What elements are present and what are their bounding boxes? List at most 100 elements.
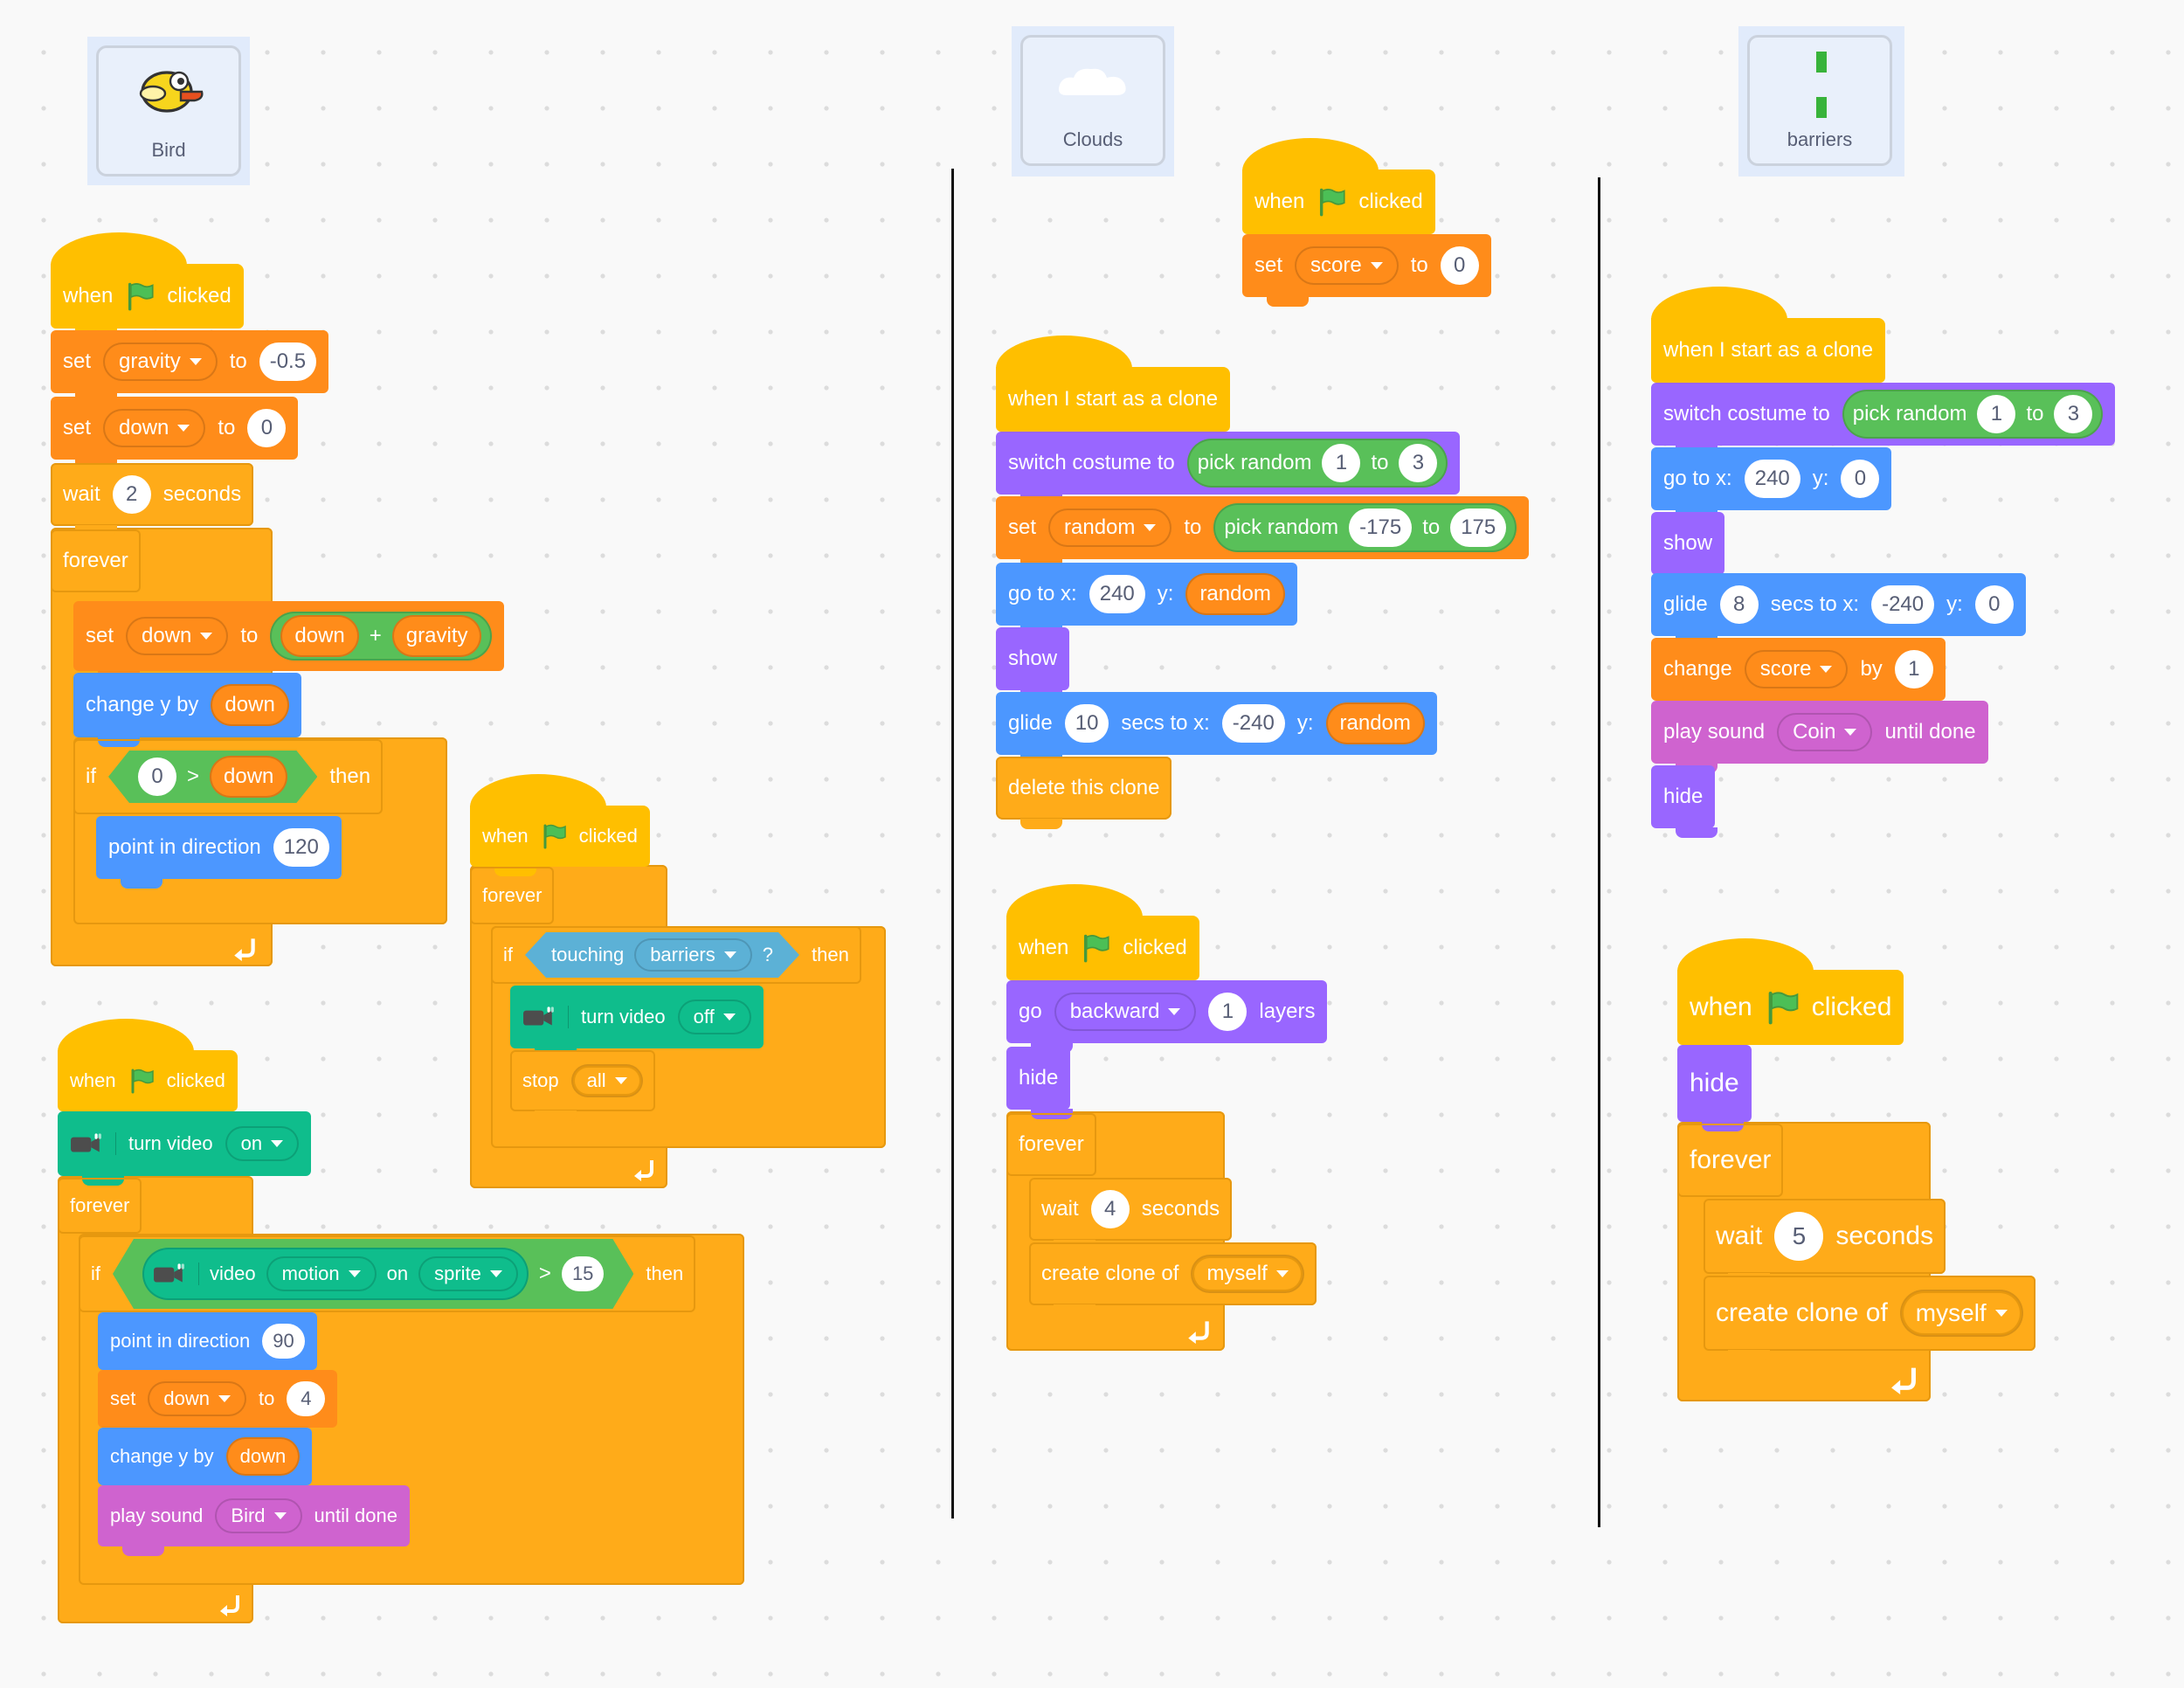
when-clone-hat[interactable]: when I start as a clone [996, 336, 1231, 441]
sprite-card-clouds[interactable]: Clouds [1020, 35, 1165, 166]
change-variable-block[interactable]: change score by 1 [1651, 638, 1946, 710]
variable-reporter[interactable]: random [1185, 573, 1285, 615]
when-flag-clicked-hat[interactable]: when clicked [1006, 884, 1199, 990]
hide-block[interactable]: hide [1006, 1047, 1074, 1119]
when-flag-clicked-hat[interactable]: when clicked [1242, 138, 1435, 244]
delete-clone-block[interactable]: delete this clone [996, 757, 1172, 829]
value-input[interactable]: 1 [1894, 650, 1933, 688]
add-operator[interactable]: down + gravity [270, 612, 493, 661]
clone-target-dropdown[interactable]: myself [1899, 1290, 2023, 1337]
create-clone-block[interactable]: create clone of myself [1029, 1242, 1317, 1315]
sprite-card-barriers[interactable]: barriers [1747, 35, 1892, 166]
variable-dropdown[interactable]: random [1048, 508, 1172, 547]
wait-input[interactable]: 5 [1774, 1212, 1824, 1261]
stop-dropdown[interactable]: all [570, 1064, 643, 1097]
value-input[interactable]: -175 [1349, 508, 1413, 547]
variable-reporter[interactable]: random [1325, 702, 1425, 744]
variable-dropdown[interactable]: score [1744, 650, 1849, 688]
touching-dropdown[interactable]: barriers [634, 938, 752, 972]
value-input[interactable]: 0 [247, 409, 287, 447]
video-sensing-reporter[interactable]: video motion on sprite [142, 1248, 529, 1300]
sound-dropdown[interactable]: Bird [215, 1498, 302, 1533]
y-input[interactable]: 0 [1974, 585, 2014, 624]
variable-dropdown[interactable]: score [1295, 246, 1399, 285]
switch-costume-block[interactable]: switch costume to pick random 1 to 3 [1651, 383, 2116, 455]
x-input[interactable]: -240 [1871, 585, 1935, 624]
set-variable-block[interactable]: set score to 0 [1242, 234, 1491, 307]
set-variable-block[interactable]: set down to 0 [51, 397, 299, 469]
variable-dropdown[interactable]: gravity [103, 342, 218, 381]
value-input[interactable]: -0.5 [259, 342, 317, 381]
secs-input[interactable]: 8 [1719, 585, 1759, 624]
when-clone-hat[interactable]: when I start as a clone [1651, 287, 1886, 392]
greater-than-operator[interactable]: 0 > down [108, 751, 317, 803]
value-input[interactable]: 1 [1322, 444, 1361, 482]
play-sound-block[interactable]: play sound Bird until done [98, 1485, 410, 1556]
set-variable-block[interactable]: set down to 4 [98, 1370, 338, 1437]
when-flag-clicked-hat[interactable]: when clicked [51, 232, 244, 338]
wait-input[interactable]: 4 [1090, 1190, 1130, 1228]
show-block[interactable]: show [1651, 512, 1725, 585]
set-variable-block[interactable]: set gravity to -0.5 [51, 330, 329, 403]
point-in-direction-block[interactable]: point in direction 120 [96, 816, 342, 889]
wait-block[interactable]: wait 5 seconds [1704, 1199, 1946, 1283]
hide-block[interactable]: hide [1651, 765, 1718, 838]
value-input[interactable]: 3 [2054, 395, 2093, 433]
y-input[interactable]: 0 [1841, 460, 1880, 498]
play-sound-block[interactable]: play sound Coin until done [1651, 701, 1988, 773]
wait-input[interactable]: 2 [112, 475, 151, 514]
sound-dropdown[interactable]: Coin [1777, 713, 1873, 751]
glide-block[interactable]: glide 8 secs to x: -240 y: 0 [1651, 573, 2026, 646]
variable-reporter[interactable]: gravity [391, 615, 482, 657]
touching-sensing[interactable]: touching barriers ? [525, 932, 799, 978]
wait-block[interactable]: wait 2 seconds [51, 463, 254, 536]
go-to-xy-block[interactable]: go to x: 240 y: 0 [1651, 447, 1892, 520]
pick-random-operator[interactable]: pick random -175 to 175 [1213, 503, 1517, 552]
switch-costume-block[interactable]: switch costume to pick random 1 to 3 [996, 432, 1461, 504]
greater-than-operator[interactable]: video motion on sprite > 15 [113, 1239, 633, 1309]
value-input[interactable]: 175 [1450, 508, 1507, 547]
video-target-dropdown[interactable]: sprite [418, 1256, 518, 1291]
value-input[interactable]: 1 [1977, 395, 2016, 433]
show-block[interactable]: show [996, 627, 1070, 700]
wait-block[interactable]: wait 4 seconds [1029, 1178, 1233, 1250]
clone-target-dropdown[interactable]: myself [1191, 1255, 1304, 1293]
variable-reporter[interactable]: down [211, 684, 289, 726]
video-attribute-dropdown[interactable]: motion [266, 1256, 377, 1291]
create-clone-block[interactable]: create clone of myself [1704, 1276, 2035, 1360]
stop-block[interactable]: stop all [510, 1050, 655, 1121]
variable-dropdown[interactable]: down [126, 617, 229, 655]
point-in-direction-block[interactable]: point in direction 90 [98, 1312, 317, 1380]
video-state-dropdown[interactable]: on [225, 1126, 300, 1161]
variable-reporter[interactable]: down [210, 756, 287, 798]
variable-reporter[interactable]: down [225, 1437, 301, 1476]
direction-input[interactable]: 90 [262, 1324, 305, 1359]
x-input[interactable]: 240 [1744, 460, 1800, 498]
change-y-block[interactable]: change y by down [98, 1428, 313, 1495]
glide-block[interactable]: glide 10 secs to x: -240 y: random [996, 692, 1437, 764]
value-input[interactable]: 0 [1440, 246, 1479, 285]
video-state-dropdown[interactable]: off [677, 1000, 751, 1034]
direction-input[interactable]: 120 [273, 828, 329, 867]
secs-input[interactable]: 10 [1064, 704, 1109, 743]
sprite-card-bird[interactable]: Bird [96, 45, 241, 176]
x-input[interactable]: 240 [1089, 575, 1145, 613]
change-y-block[interactable]: change y by down [73, 673, 301, 747]
value-input[interactable]: 15 [562, 1256, 604, 1291]
when-flag-clicked-hat[interactable]: when clicked [58, 1019, 238, 1121]
pick-random-operator[interactable]: pick random 1 to 3 [1186, 439, 1448, 488]
go-to-xy-block[interactable]: go to x: 240 y: random [996, 563, 1297, 635]
set-variable-block[interactable]: set random to pick random -175 to 175 [996, 496, 1530, 569]
go-layers-block[interactable]: go backward 1 layers [1006, 980, 1328, 1053]
value-input[interactable]: 0 [138, 758, 176, 796]
variable-dropdown[interactable]: down [148, 1381, 246, 1416]
value-input[interactable]: 3 [1399, 444, 1438, 482]
value-input[interactable]: 4 [287, 1381, 326, 1416]
hide-block[interactable]: hide [1677, 1045, 1752, 1131]
pick-random-operator[interactable]: pick random 1 to 3 [1842, 390, 2104, 439]
set-variable-block[interactable]: set down to down + gravity [73, 601, 505, 681]
when-flag-clicked-hat[interactable]: when clicked [1677, 938, 1904, 1055]
x-input[interactable]: -240 [1221, 704, 1285, 743]
variable-reporter[interactable]: down [280, 615, 359, 657]
turn-video-block[interactable]: turn video on [58, 1111, 312, 1186]
